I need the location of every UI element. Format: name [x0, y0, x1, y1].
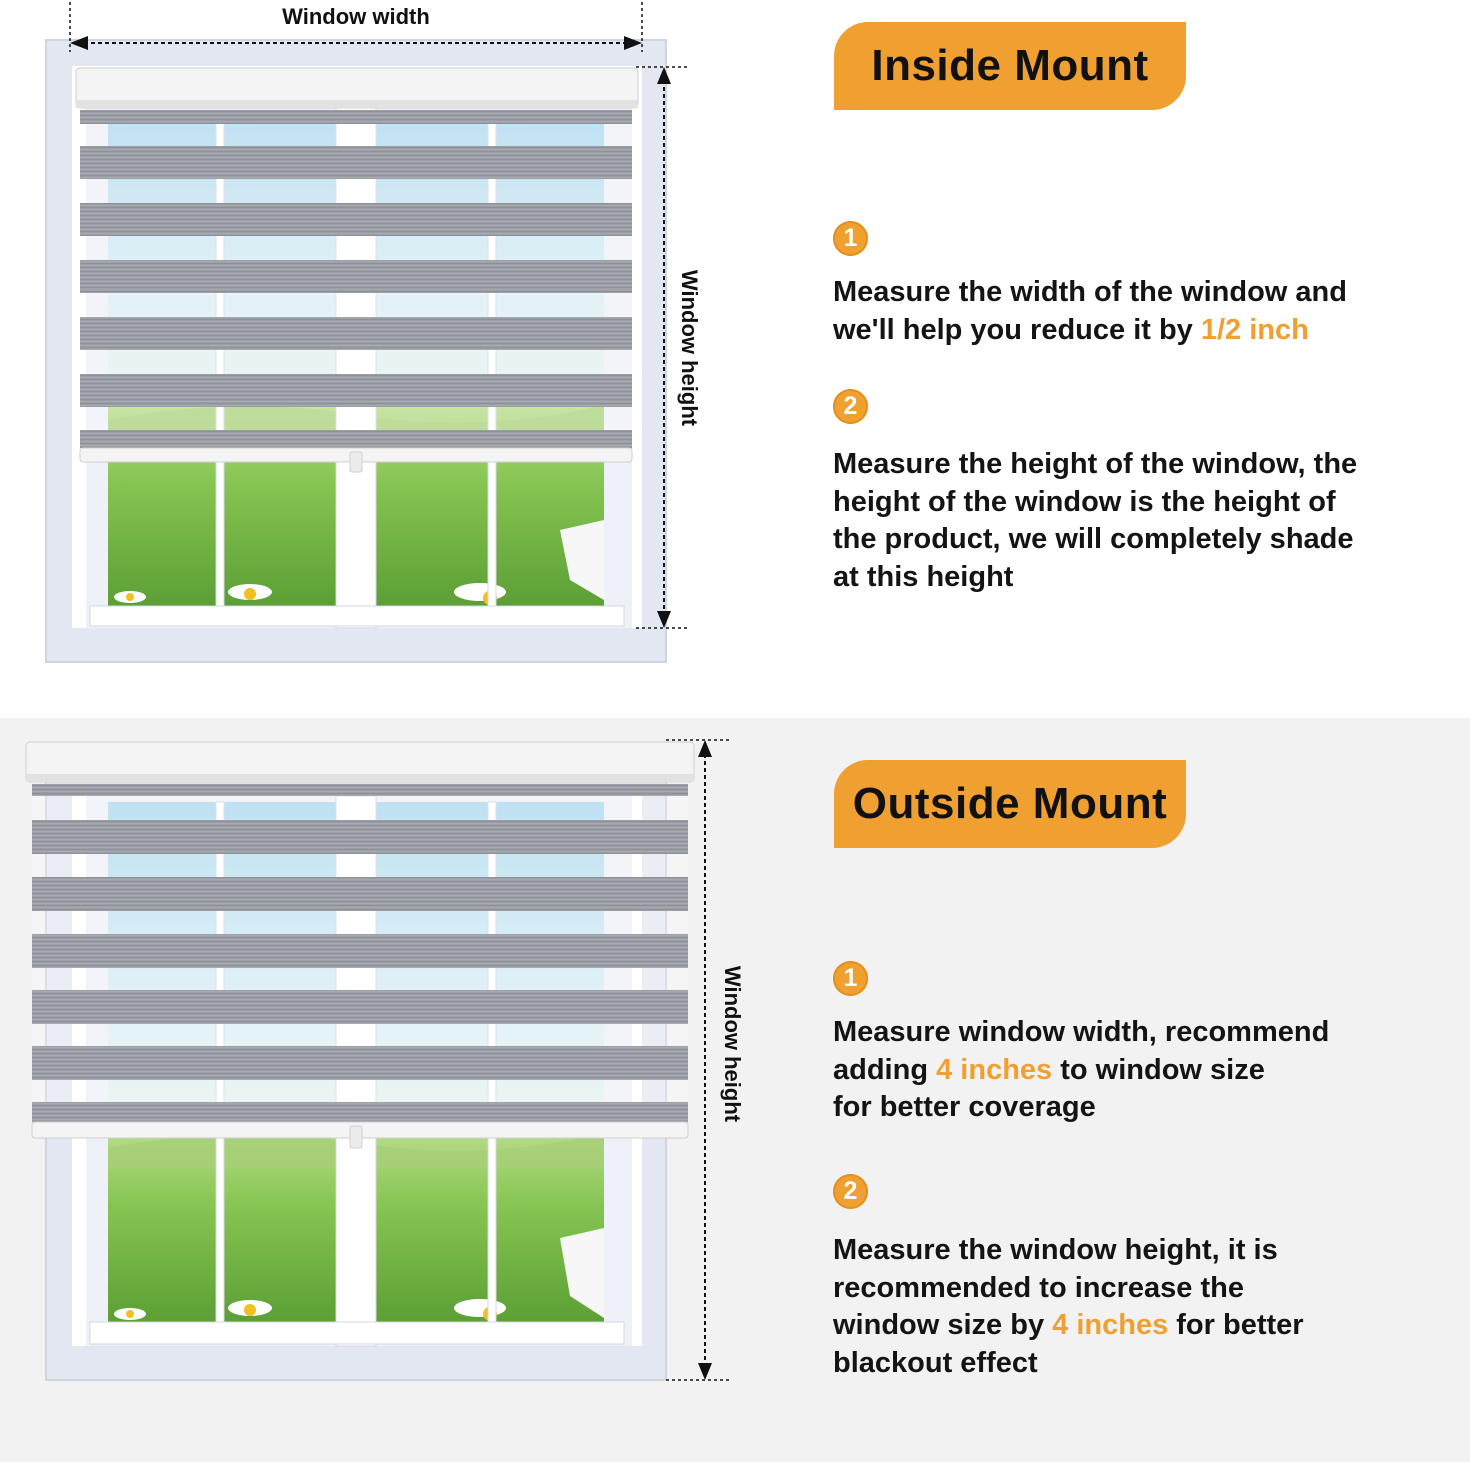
step-line: Measure the window height, it is — [833, 1232, 1433, 1270]
height-dimension — [666, 739, 732, 1381]
highlight-value: 4 inches — [1052, 1309, 1169, 1341]
width-label: Window width — [282, 4, 430, 29]
inside-step-1-text: Measure the width of the window and we'll… — [833, 274, 1433, 349]
step-text-part: Measure the window height, it is — [833, 1234, 1278, 1266]
height-dimension — [636, 66, 690, 629]
outside-step-1-text: Measure window width, recommend adding 4 … — [833, 1014, 1433, 1127]
zebra-bands — [32, 784, 688, 1122]
inside-mount-title: Inside Mount — [834, 22, 1186, 110]
height-label: Window height — [720, 966, 745, 1123]
zebra-bands — [80, 110, 632, 448]
step-text-part: for better coverage — [833, 1091, 1096, 1123]
inside-step-1-number: 1 — [833, 221, 868, 256]
height-label: Window height — [677, 270, 702, 427]
step-line: blackout effect — [833, 1345, 1433, 1383]
step-text-part: Measure the height of the window, the — [833, 448, 1358, 480]
width-dimension — [69, 2, 643, 52]
outside-step-2-number: 2 — [833, 1174, 868, 1209]
step-text-part: Measure the width of the window and — [833, 276, 1347, 308]
step-line: Measure the width of the window and — [833, 274, 1433, 312]
step-text-part: adding — [833, 1053, 937, 1086]
step-line: for better coverage — [833, 1089, 1433, 1127]
step-line: window size by 4 inches for better — [833, 1307, 1433, 1345]
inside-step-2-number: 2 — [833, 389, 868, 424]
inside-mount-title-text: Inside Mount — [871, 41, 1149, 90]
step-text-part: window size by — [833, 1309, 1053, 1341]
step-text-part: Measure window width, recommend — [833, 1016, 1330, 1048]
inside-step-2-text: Measure the height of the window, the hei… — [833, 446, 1433, 596]
outside-mount-title-text: Outside Mount — [852, 779, 1168, 828]
step-text-part: height of the window is the height of — [833, 485, 1336, 518]
inside-mount-section: Window width Window height Inside Mount … — [0, 0, 1470, 718]
step-line: height of the window is the height of — [833, 484, 1433, 522]
step-text-part: blackout effect — [833, 1346, 1038, 1379]
highlight-value: 1/2 inch — [1200, 313, 1309, 346]
outside-mount-illustration: Window height — [25, 739, 745, 1381]
step-line: Measure window width, recommend — [833, 1014, 1433, 1052]
step-text-part: recommended to increase the — [833, 1271, 1244, 1304]
step-line: adding 4 inches to window size — [833, 1052, 1433, 1090]
step-line: Measure the height of the window, the — [833, 446, 1433, 484]
step-text-part: to window size — [1052, 1053, 1265, 1086]
step-line: at this height — [833, 559, 1433, 597]
outside-step-2-text: Measure the window height, it is recommen… — [833, 1232, 1433, 1382]
step-text-part: at this height — [833, 560, 1014, 593]
step-text-part: the product, we will completely shade — [833, 523, 1354, 555]
step-text-part: we'll help you reduce it by — [833, 313, 1201, 346]
inside-mount-illustration: Window width Window height — [45, 2, 702, 663]
step-line: the product, we will completely shade — [833, 521, 1433, 559]
step-line: recommended to increase the — [833, 1270, 1433, 1308]
outside-mount-title: Outside Mount — [834, 760, 1186, 848]
outside-mount-section: Window height Outside Mount 1 Measure wi… — [0, 718, 1470, 1462]
outside-step-1-number: 1 — [833, 961, 868, 996]
step-line: we'll help you reduce it by 1/2 inch — [833, 312, 1433, 350]
step-text-part: for better — [1168, 1309, 1304, 1341]
highlight-value: 4 inches — [936, 1053, 1053, 1086]
